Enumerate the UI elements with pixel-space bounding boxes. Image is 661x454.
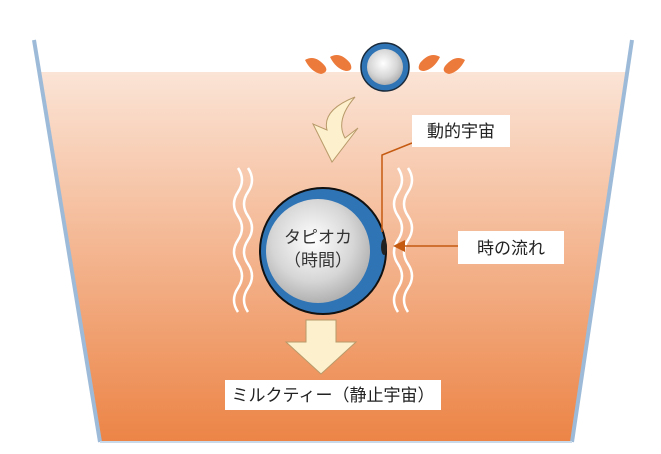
time-label: （時間）	[284, 251, 352, 271]
flow-of-time-box	[458, 231, 564, 264]
cup-right-edge	[570, 39, 634, 443]
small-tapioca-pearl	[360, 42, 410, 92]
dynamic-universe-label: 動的宇宙	[427, 122, 495, 142]
flow-of-time-label: 時の流れ	[477, 239, 545, 259]
falling-arrow	[311, 96, 359, 163]
down-arrow	[284, 319, 358, 375]
milk-tea-box	[225, 380, 441, 410]
cup-left-edge	[32, 39, 102, 443]
dynamic-universe-leader	[381, 142, 413, 232]
wavy-lines-left	[232, 167, 254, 313]
tapioca-label: タピオカ	[284, 228, 352, 248]
splash-drops	[305, 55, 465, 74]
dynamic-universe-box	[412, 115, 510, 147]
tapioca-pearl: タピオカ （時間）	[259, 187, 387, 315]
milk-tea-label: ミルクティー（静止宇宙）	[232, 386, 435, 406]
